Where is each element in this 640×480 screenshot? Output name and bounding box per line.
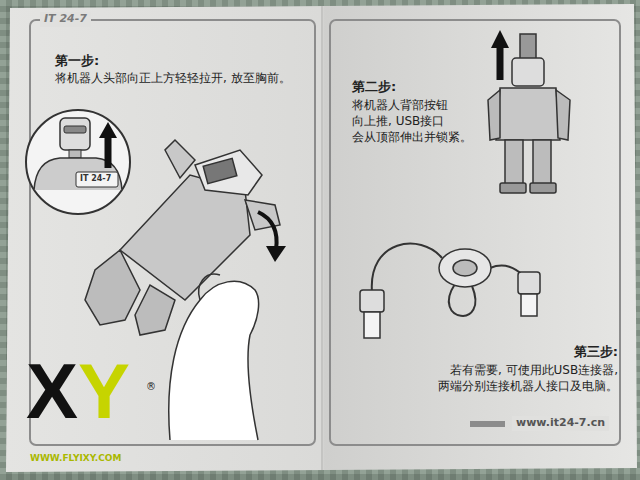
paper-sheet	[6, 4, 637, 472]
usb-socket-body	[518, 272, 540, 294]
reel-hub	[453, 260, 477, 276]
inset-circle	[26, 110, 130, 214]
up-arrow-head	[491, 30, 509, 48]
cable-reel	[439, 249, 491, 287]
page-frame	[330, 20, 620, 445]
robot-leg	[135, 285, 175, 335]
chest-brand: IT 24-7	[80, 174, 111, 185]
usb-cable	[360, 244, 540, 338]
cable-loop	[449, 284, 476, 316]
up-arrow-shaft	[105, 136, 112, 168]
robot-leg	[505, 140, 523, 185]
inset-robot-head	[26, 110, 130, 214]
robot-chest-open	[195, 150, 262, 195]
step-heading: 第一步:	[55, 52, 99, 70]
step-heading: 第二步:	[352, 78, 396, 96]
cable	[372, 244, 442, 292]
website-url: www.it24-7.cn	[512, 416, 609, 431]
robot-torso	[496, 88, 560, 140]
fold-line	[321, 6, 323, 470]
robot-head	[60, 118, 90, 150]
chest-plate	[76, 172, 118, 187]
curved-arrow-head	[266, 246, 286, 262]
hand	[169, 281, 259, 440]
usb-connector	[520, 34, 536, 60]
usb-socket-tip	[521, 294, 537, 316]
curved-arrow	[258, 212, 277, 250]
thumb-line	[199, 274, 220, 300]
robot-head	[512, 58, 544, 86]
registered-mark: ®	[146, 380, 156, 394]
robot-visor	[64, 126, 86, 133]
robot-neck	[69, 150, 81, 158]
watermark-url: WWW.FLYIXY.COM	[30, 452, 121, 464]
brand-logo: IT 24-7	[40, 12, 91, 27]
watermark-logo: XY	[26, 352, 130, 430]
robot-foot	[500, 183, 526, 193]
robot-arm	[165, 140, 195, 178]
step-text: 若有需要, 可使用此USB连接器, 两端分别连接机器人接口及电脑。	[403, 362, 618, 394]
usb-plug-tip	[364, 312, 380, 338]
usb-plug-body	[360, 290, 384, 312]
robot-back-view	[488, 30, 570, 193]
up-arrow-shaft	[497, 46, 504, 80]
footer-bar	[470, 421, 505, 427]
step-text: 将机器人背部按钮 向上推, USB接口 会从顶部伸出并锁紧。	[352, 97, 480, 146]
robot-arm	[488, 90, 500, 140]
step-heading: 第三步:	[574, 343, 618, 361]
up-arrow-head	[99, 122, 117, 138]
step-text: 将机器人头部向正上方轻轻拉开, 放至胸前。	[55, 70, 291, 86]
robot-leg	[85, 250, 140, 325]
robot-foot	[530, 183, 556, 193]
robot-leg	[533, 140, 551, 185]
robot-arm	[556, 90, 570, 140]
robot-head-folded	[203, 158, 237, 183]
